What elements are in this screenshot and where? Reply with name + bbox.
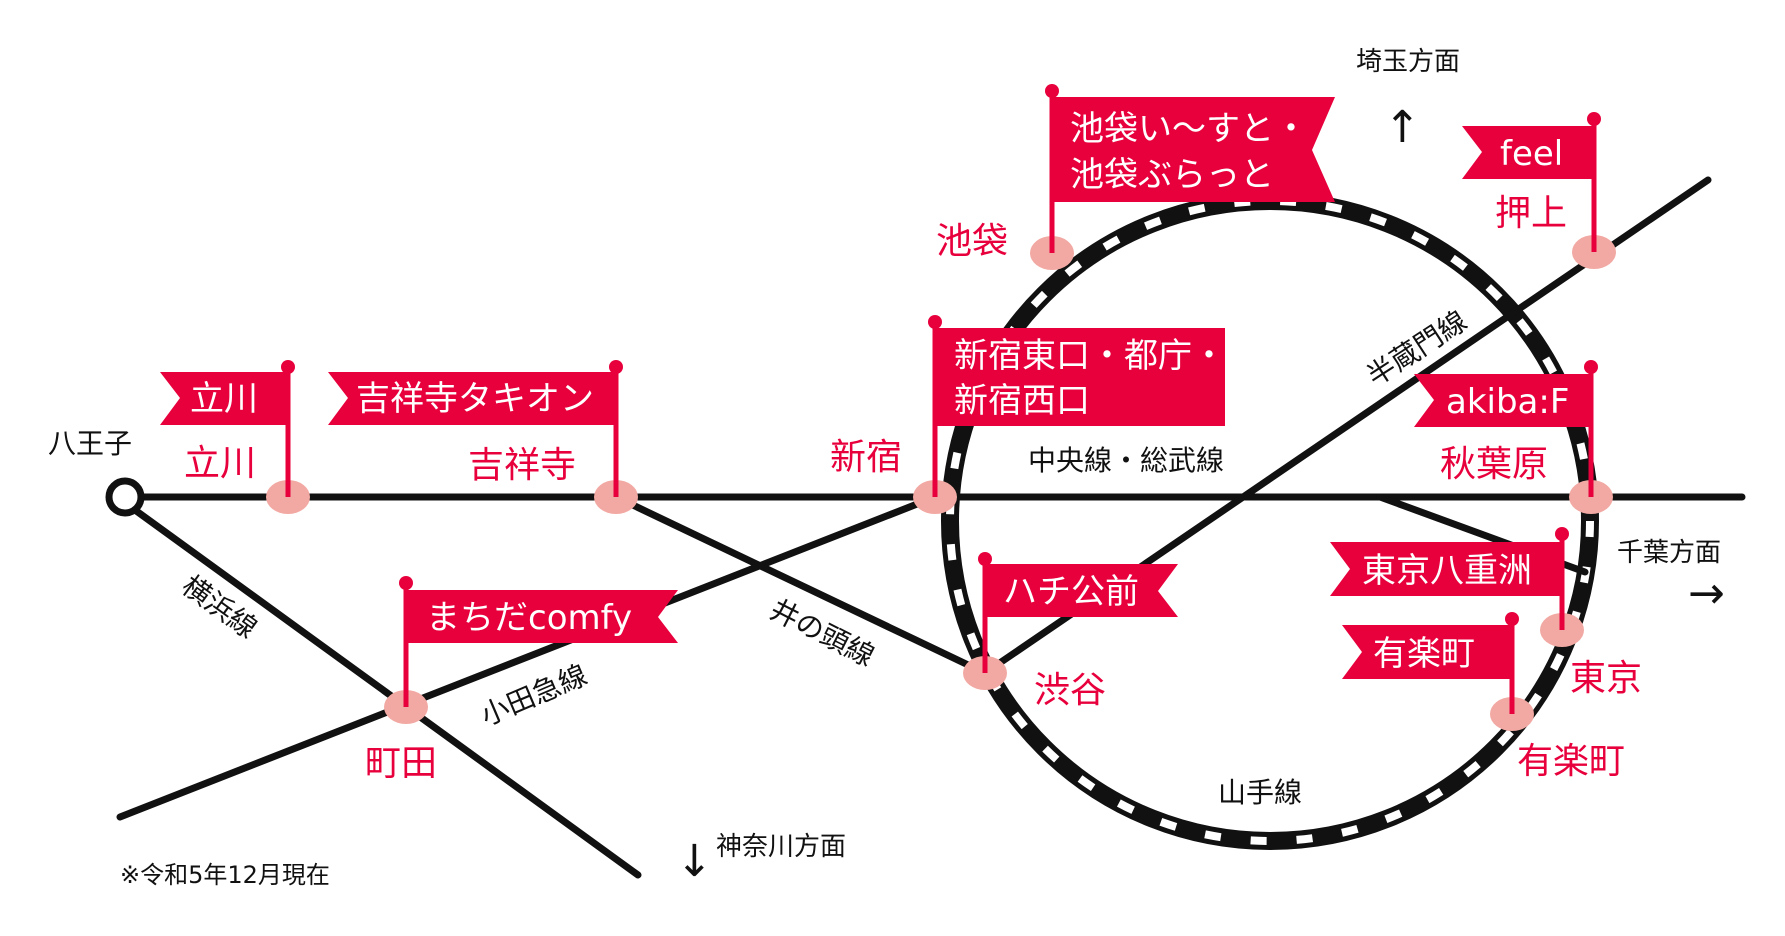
flag-label-tachikawa: 立川	[190, 379, 258, 419]
flag-label-shinjuku-line2: 新宿西口	[954, 381, 1090, 421]
flag-label-yurakucho: 有楽町	[1373, 634, 1475, 674]
flag-kichijoji: 吉祥寺タキオン	[328, 360, 623, 497]
flag-label-ikebukuro-line2: 池袋ぶらっと	[1070, 155, 1274, 195]
line-label-inokashira: 井の頭線	[765, 593, 880, 673]
flag-label-shibuya: ハチ公前	[1003, 572, 1139, 612]
keio-inokashira-line	[612, 493, 989, 677]
flag-ikebukuro: 池袋い〜すと・ 池袋ぶらっと	[1045, 84, 1335, 253]
station-label-yurakucho: 有楽町	[1517, 741, 1625, 782]
line-label-yamanote: 山手線	[1218, 776, 1302, 809]
station-label-tokyo: 東京	[1570, 658, 1642, 699]
station-label-kichijoji: 吉祥寺	[468, 445, 576, 486]
flag-shibuya: ハチ公前	[978, 552, 1178, 673]
line-label-yokohama: 横浜線	[176, 569, 263, 645]
yokohama-line	[131, 506, 642, 879]
flag-label-kichijoji: 吉祥寺タキオン	[356, 379, 594, 419]
hachioji-terminal-icon	[105, 477, 145, 517]
station-label-akihabara: 秋葉原	[1440, 444, 1548, 485]
flag-label-shinjuku-line1: 新宿東口・都庁・	[954, 336, 1226, 376]
station-label-oshiage: 押上	[1495, 193, 1567, 234]
station-label-machida: 町田	[365, 743, 437, 784]
direction-label-kanagawa: 神奈川方面	[716, 832, 846, 862]
station-label-shibuya: 渋谷	[1034, 670, 1106, 711]
flag-akihabara: akiba:F	[1414, 360, 1598, 497]
flag-machida: まちだcomfy	[399, 576, 678, 707]
flag-tokyo: 東京八重洲	[1330, 527, 1569, 630]
flag-label-oshiage: feel	[1500, 134, 1563, 174]
station-label-tachikawa: 立川	[184, 443, 256, 484]
flag-label-machida: まちだcomfy	[426, 598, 632, 638]
station-label-hachioji: 八王子	[48, 427, 132, 460]
date-note: ※令和5年12月現在	[120, 861, 330, 889]
direction-label-chiba: 千葉方面	[1617, 538, 1721, 568]
flag-oshiage: feel	[1462, 112, 1601, 252]
up-arrow-icon: ↑	[1384, 102, 1421, 153]
flag-tachikawa: 立川	[160, 360, 295, 497]
flag-label-ikebukuro-line1: 池袋い〜すと・	[1070, 109, 1308, 149]
odakyu-line	[116, 493, 939, 821]
right-arrow-icon: →	[1688, 568, 1725, 619]
station-label-ikebukuro: 池袋	[936, 221, 1008, 262]
flag-shinjuku: 新宿東口・都庁・ 新宿西口	[928, 315, 1226, 497]
station-label-shinjuku: 新宿	[830, 437, 902, 478]
flag-yurakucho: 有楽町	[1342, 612, 1519, 714]
direction-label-saitama: 埼玉方面	[1356, 47, 1460, 77]
down-arrow-icon: ↓	[676, 836, 713, 887]
flag-label-tokyo: 東京八重洲	[1362, 551, 1532, 591]
flag-label-akihabara: akiba:F	[1446, 382, 1569, 422]
yamanote-line	[941, 192, 1599, 850]
line-label-chuo-sobu: 中央線・総武線	[1028, 444, 1224, 477]
